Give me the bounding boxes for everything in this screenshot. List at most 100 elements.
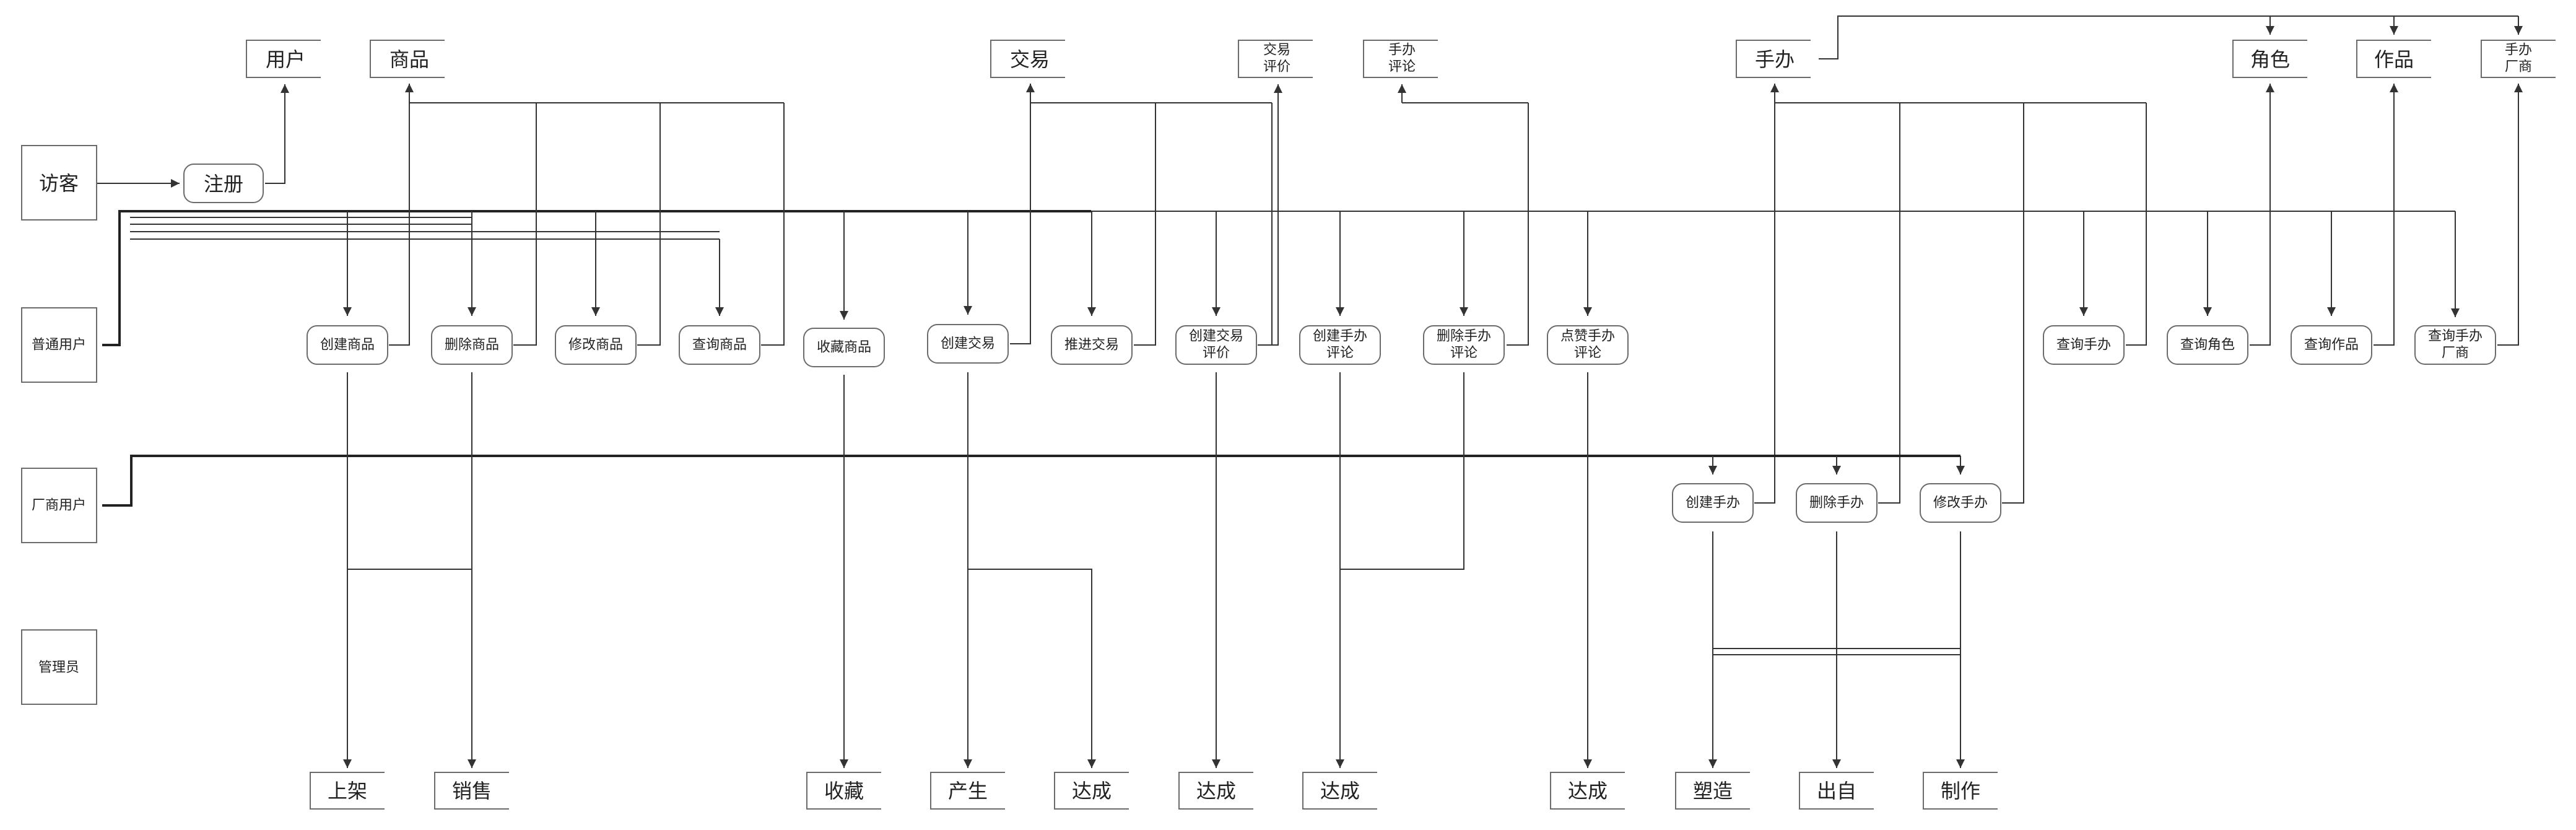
- outcome-achieve-1: 达成: [1054, 772, 1129, 810]
- return-create-product: [389, 103, 410, 346]
- outcome-make-label: 制作: [1941, 779, 1980, 803]
- entity-figure-vendor-line1: 手办: [2505, 43, 2532, 58]
- actor-visitor-label: 访客: [39, 172, 79, 195]
- action-query-figure: 查询手办: [2043, 325, 2125, 365]
- vendor-bus: [102, 455, 1960, 507]
- return-query-work: [2374, 84, 2398, 346]
- outcome-list-label: 上架: [328, 779, 367, 803]
- action-register: 注册: [183, 164, 264, 203]
- outcome-origin: 出自: [1799, 772, 1874, 810]
- outcome-achieve-3-label: 达成: [1320, 779, 1360, 803]
- action-create-product-label: 创建商品: [320, 338, 375, 353]
- action-create-figure-review: 创建手办 评论: [1299, 325, 1381, 365]
- action-create-trade: 创建交易: [927, 324, 1009, 364]
- action-query-product: 查询商品: [679, 325, 760, 365]
- action-like-figure-review-line2: 评论: [1574, 346, 1601, 361]
- connector-register-user: [265, 84, 289, 184]
- outcome-achieve-2-label: 达成: [1196, 779, 1236, 803]
- return-delete-figure: [1878, 103, 1900, 504]
- entity-trade-review-line1: 交易: [1263, 43, 1290, 58]
- out-delete-review-join: [1340, 372, 1464, 570]
- action-advance-trade-label: 推进交易: [1064, 338, 1119, 353]
- return-query-figure: [2126, 103, 2147, 346]
- entity-work-label: 作品: [2374, 48, 2414, 71]
- return-delete-figure-review: [1507, 103, 1529, 346]
- outcome-produce: 产生: [930, 772, 1005, 810]
- entity-figure-review-line1: 手办: [1388, 43, 1416, 58]
- outcome-achieve-1-label: 达成: [1072, 779, 1112, 803]
- outcome-produce-label: 产生: [948, 779, 988, 803]
- connector-lines: [97, 15, 2523, 768]
- action-query-product-label: 查询商品: [692, 338, 747, 353]
- return-create-trade-review-b: [1263, 84, 1282, 346]
- return-create-trade: [1010, 103, 1031, 344]
- figure-top-bus: [1819, 15, 2518, 59]
- return-query-figure-vendor: [2497, 84, 2523, 346]
- action-modify-figure-label: 修改手办: [1933, 496, 1988, 511]
- entity-figure-review-line2: 评论: [1388, 59, 1416, 75]
- action-delete-figure-label: 删除手办: [1809, 496, 1864, 511]
- action-modify-product: 修改商品: [555, 325, 637, 365]
- outcome-achieve-4-label: 达成: [1568, 779, 1608, 803]
- action-query-role-label: 查询角色: [2180, 338, 2235, 353]
- entity-work: 作品: [2356, 40, 2431, 78]
- entity-trade-label: 交易: [1010, 48, 1050, 71]
- actor-admin: 管理员: [21, 629, 97, 705]
- entity-role-label: 角色: [2250, 48, 2290, 71]
- outcome-sell: 销售: [434, 772, 509, 810]
- outcome-shape-label: 塑造: [1693, 779, 1733, 803]
- outcome-achieve-3: 达成: [1302, 772, 1377, 810]
- actor-vendor-label: 厂商用户: [32, 498, 86, 513]
- return-delete-product: [513, 103, 537, 346]
- return-modify-figure: [2002, 103, 2024, 504]
- action-advance-trade: 推进交易: [1051, 325, 1133, 365]
- outcome-make: 制作: [1923, 772, 1998, 810]
- entity-figure-vendor: 手办 厂商: [2481, 40, 2556, 78]
- action-create-product: 创建商品: [307, 325, 388, 365]
- action-like-figure-review: 点赞手办 评论: [1547, 325, 1629, 365]
- outcome-sell-label: 销售: [452, 779, 492, 803]
- return-advance-trade: [1134, 103, 1156, 346]
- action-delete-product-label: 删除商品: [445, 338, 499, 353]
- action-query-figure-vendor-line2: 厂商: [2442, 346, 2469, 361]
- entity-role: 角色: [2232, 40, 2307, 78]
- entity-trade: 交易: [990, 40, 1065, 78]
- action-create-figure-review-line1: 创建手办: [1313, 329, 1367, 344]
- actor-visitor: 访客: [21, 145, 97, 221]
- outcome-shape: 塑造: [1675, 772, 1750, 810]
- entity-figure-label: 手办: [1755, 48, 1795, 71]
- action-delete-figure: 删除手办: [1796, 483, 1878, 523]
- entity-user: 用户: [246, 40, 321, 78]
- entity-trade-review: 交易 评价: [1238, 40, 1313, 78]
- action-delete-figure-review: 删除手办 评论: [1423, 325, 1505, 365]
- return-query-product: [761, 103, 785, 346]
- entity-trade-review-line2: 评价: [1263, 59, 1290, 75]
- action-create-figure-label: 创建手办: [1686, 496, 1740, 511]
- entity-product: 商品: [370, 40, 445, 78]
- outcome-origin-label: 出自: [1817, 779, 1856, 803]
- outcome-achieve-4: 达成: [1550, 772, 1625, 810]
- action-query-work: 查询作品: [2291, 325, 2372, 365]
- outcome-list: 上架: [310, 772, 385, 810]
- action-modify-product-label: 修改商品: [568, 338, 623, 353]
- action-delete-figure-review-line1: 删除手办: [1437, 329, 1491, 344]
- outcome-collect-label: 收藏: [824, 779, 864, 803]
- action-create-trade-review-line1: 创建交易: [1189, 329, 1243, 344]
- register-label: 注册: [204, 172, 243, 196]
- action-query-figure-vendor: 查询手办 厂商: [2414, 325, 2496, 365]
- entity-user-label: 用户: [266, 48, 305, 71]
- outcome-achieve-2: 达成: [1178, 772, 1253, 810]
- action-create-trade-review: 创建交易 评价: [1175, 325, 1257, 365]
- action-create-trade-label: 创建交易: [941, 336, 995, 352]
- action-favorite-product-label: 收藏商品: [817, 340, 871, 356]
- user-bus-main: [102, 210, 1091, 346]
- return-create-figure: [1754, 103, 1775, 504]
- action-create-trade-review-line2: 评价: [1203, 346, 1230, 361]
- entity-figure-vendor-line2: 厂商: [2505, 59, 2532, 75]
- return-modify-product: [637, 103, 661, 346]
- action-query-figure-label: 查询手办: [2056, 338, 2111, 353]
- entity-figure-review: 手办 评论: [1363, 40, 1438, 78]
- outcome-collect: 收藏: [806, 772, 881, 810]
- return-query-role: [2250, 84, 2274, 346]
